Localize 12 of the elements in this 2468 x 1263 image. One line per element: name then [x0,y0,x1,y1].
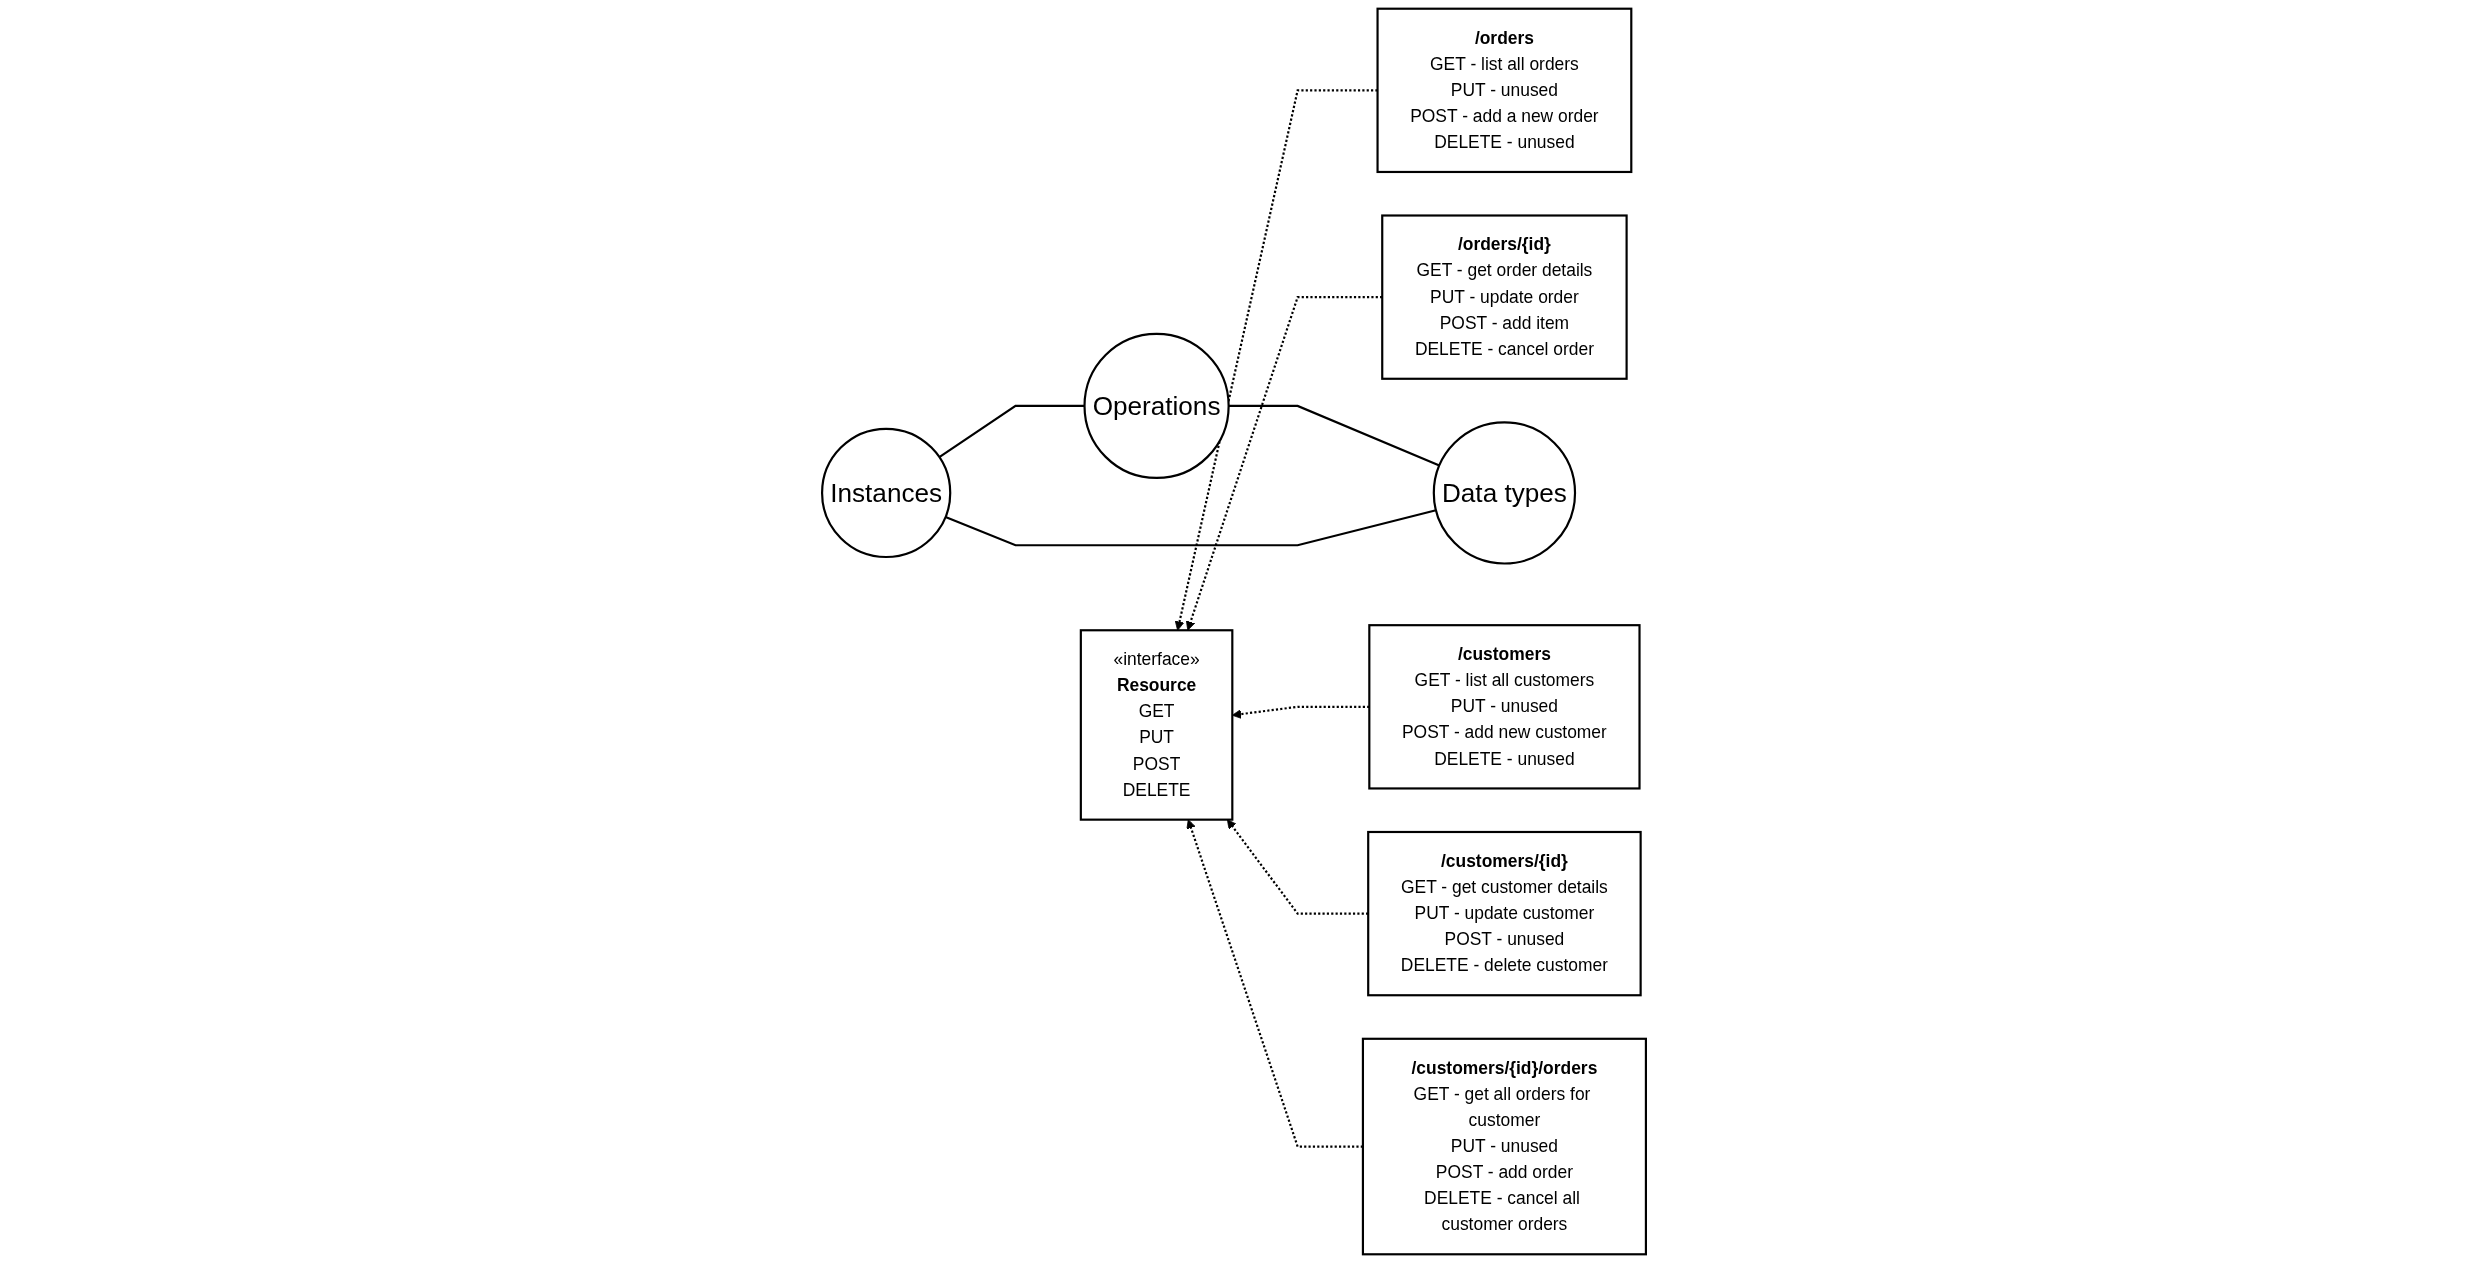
node-circle: Data types [1432,421,1577,565]
connector [938,404,1085,459]
node-circle: Instances [821,427,952,559]
node-box: /customers/{id}/orders GET - get all orders for customer PUT - unused POST - add order DELETE - cancel all customer orders [1361,1037,1647,1256]
connector [945,509,1437,547]
node-circle: Operations [1083,332,1230,480]
connector [1228,404,1440,467]
node-box: /orders GET - list all orders PUT - unused POST - add a new order DELETE - unused [1376,7,1633,174]
node-box: /customers GET - list all customers PUT - unused POST - add new customer DELETE - unused [1368,624,1641,790]
node-box: /orders/{id} GET - get order details PUT - update order POST - add item DELETE - cancel order [1381,214,1628,380]
node-box: «interface» Resource GET PUT POST DELETE [1079,629,1234,821]
node-box: /customers/{id} GET - get customer details PUT - update customer POST - unused DELETE - delete customer [1367,830,1642,997]
